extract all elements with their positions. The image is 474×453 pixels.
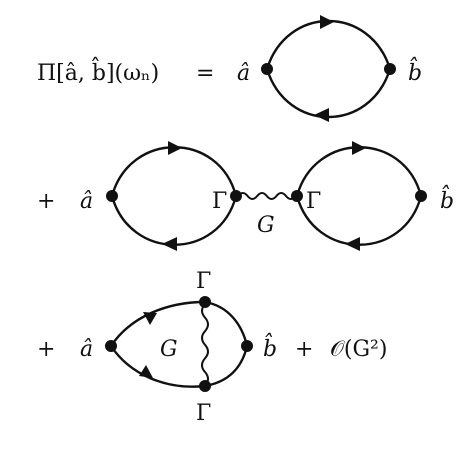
upper-propagator (265, 20, 392, 70)
left-gamma-label: Γ (212, 189, 227, 214)
right-operator-label: b̂ (440, 185, 454, 214)
plus-sign: + (37, 337, 55, 362)
right-bubble-lower-arrow-icon (345, 237, 360, 251)
left-operator-label: â (80, 337, 93, 362)
interaction-label: G (160, 337, 178, 362)
upper-left-propagator (110, 300, 206, 347)
left-bubble-upper-arrow-icon (168, 141, 182, 155)
interaction-label: G (257, 213, 275, 238)
right-operator-label: b̂ (263, 333, 277, 362)
left-operator-label: â (80, 189, 93, 214)
row-2: + â Γ G Γ b̂ (37, 141, 454, 251)
polarization-label: Π[â, b̂](ωₙ) (37, 57, 159, 86)
lower-right-propagator (204, 345, 249, 388)
upper-right-propagator (204, 300, 249, 347)
lower-left-arrow-icon (139, 365, 153, 378)
bottom-gamma-vertex-dot (199, 380, 211, 392)
left-vertex-dot (261, 63, 273, 75)
equals-sign: = (196, 61, 214, 86)
left-gamma-vertex-dot (230, 190, 242, 202)
bottom-gamma-label: Γ (196, 401, 211, 426)
row-1: Π[â, b̂](ωₙ) = â b̂ (37, 15, 422, 122)
upper-left-arrow-icon (143, 312, 157, 325)
left-operator-dot (106, 190, 118, 202)
lower-left-propagator (110, 345, 206, 388)
right-operator-label: b̂ (408, 57, 422, 86)
left-bubble-lower-arrow-icon (162, 237, 177, 251)
top-gamma-vertex-dot (199, 296, 211, 308)
right-operator-dot (415, 190, 427, 202)
interaction-wavy-line (201, 303, 209, 387)
lower-arrow-icon (314, 108, 329, 122)
upper-arrow-icon (320, 15, 334, 29)
row-3: + â Γ G Γ b̂ + 𝒪(G²) (37, 269, 387, 426)
right-operator-dot (241, 340, 253, 352)
higher-order-term: 𝒪(G²) (330, 337, 387, 362)
left-operator-dot (105, 340, 117, 352)
plus-sign-2: + (295, 337, 313, 362)
plus-sign: + (37, 189, 55, 214)
right-bubble-upper-arrow-icon (352, 141, 366, 155)
top-gamma-label: Γ (196, 269, 211, 294)
right-vertex-dot (384, 63, 396, 75)
right-gamma-label: Γ (306, 189, 321, 214)
interaction-wavy-line (237, 192, 297, 200)
left-operator-label: â (237, 61, 250, 86)
